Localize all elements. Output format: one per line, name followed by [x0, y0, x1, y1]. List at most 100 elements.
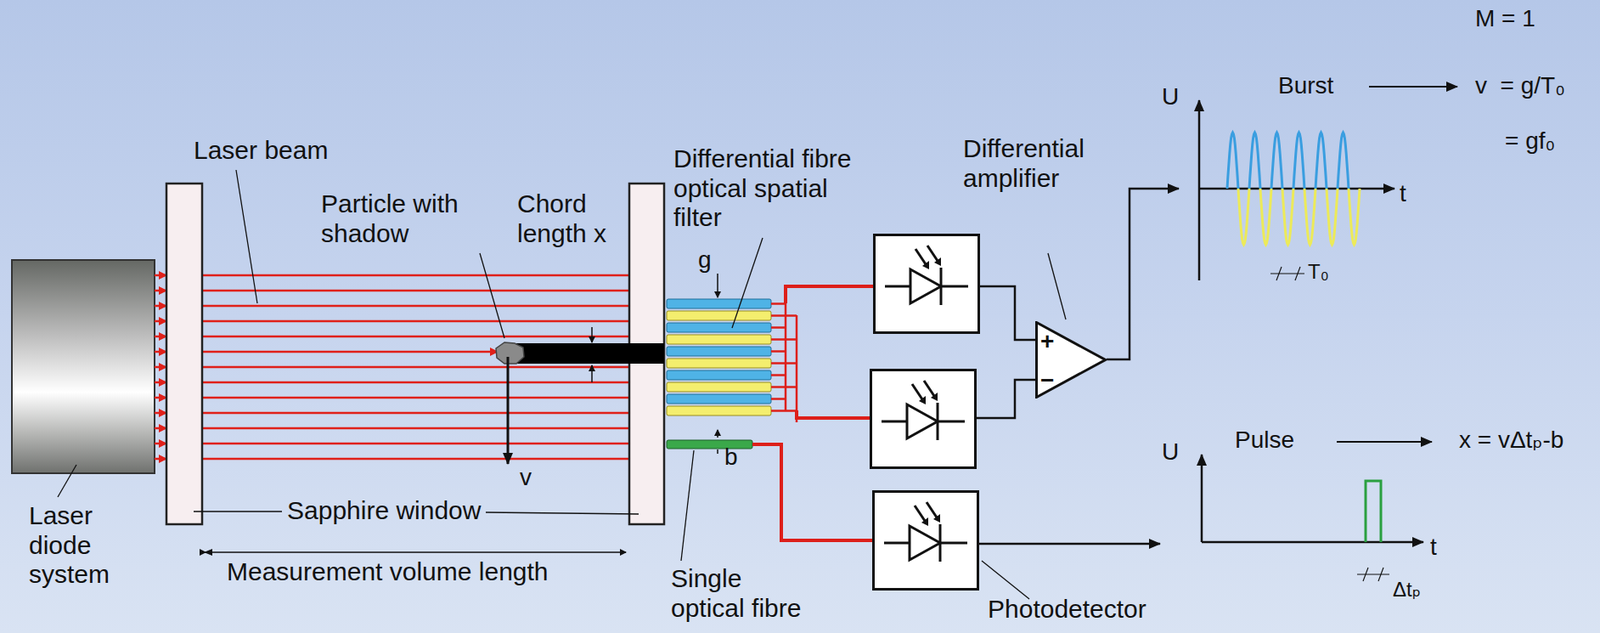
- dimension-arrow: [716, 273, 719, 298]
- formula: x = vΔtₚ-b: [1459, 426, 1564, 454]
- minus-input: −: [1040, 368, 1054, 393]
- amplifier-outline: [1036, 322, 1106, 398]
- laser-diode-box: [11, 259, 155, 474]
- axis-label: t: [1430, 533, 1437, 561]
- velocity-arrow: [507, 356, 510, 464]
- laser-ray: [154, 366, 167, 369]
- dimension-label: Chord length x: [517, 189, 637, 248]
- axis-label: U: [1161, 438, 1179, 466]
- laser-ray: [202, 427, 665, 430]
- laser-ray: [202, 457, 665, 461]
- part-name: Differential fibre optical spatial filte…: [673, 144, 857, 233]
- laser-ray: [154, 320, 167, 323]
- formula: = gf₀: [1504, 127, 1555, 155]
- fibre-wire-bus: [795, 315, 799, 423]
- fibre-wire: [771, 385, 797, 389]
- period-marker: [1270, 266, 1305, 281]
- part-name: Photodetector: [987, 594, 1147, 625]
- laser-ray: [154, 350, 167, 354]
- burst-half-wave: [1348, 188, 1360, 245]
- result-arrow: [1336, 440, 1432, 443]
- burst-half-wave: [1326, 188, 1338, 245]
- dimension-label: b: [724, 443, 739, 471]
- velocity-label: v: [519, 463, 532, 491]
- burst-signal: [1227, 132, 1360, 245]
- burst-half-wave: [1271, 132, 1283, 189]
- part-name: Single optical fibre: [670, 563, 817, 623]
- blue-fibre: [666, 370, 772, 380]
- laser-ray: [202, 442, 665, 446]
- burst-half-wave: [1282, 188, 1294, 245]
- fibre-wire: [771, 361, 797, 365]
- laser-ray: [154, 304, 167, 308]
- dimension-line: [205, 551, 626, 553]
- optical-wires: [752, 286, 874, 541]
- fibre-wire-bus: [784, 303, 788, 411]
- fibre-wire: [771, 338, 797, 341]
- dimension-label: Measurement volume length: [226, 557, 549, 587]
- fibre-wires: [771, 303, 797, 423]
- pulse-width-label: Δtₚ: [1392, 577, 1421, 602]
- laser-ray: [202, 396, 665, 400]
- result-arrow: [1369, 85, 1458, 88]
- signal-wires: [976, 188, 1179, 544]
- fibre-wire: [771, 326, 786, 329]
- photodetector: [874, 235, 980, 333]
- blue-fibre: [666, 298, 772, 309]
- laser-ray: [154, 335, 167, 339]
- fibre-array: [666, 298, 772, 416]
- axis-label: t: [1399, 180, 1407, 208]
- photodetector: [873, 491, 979, 590]
- part-name: Differential amplifier: [963, 134, 1133, 193]
- laser-ray: [202, 304, 665, 308]
- fibre-wire: [771, 314, 797, 317]
- dimension-arrow: [716, 429, 719, 438]
- yellow-fibre: [666, 405, 772, 416]
- laser-ray: [202, 274, 665, 277]
- burst-half-wave: [1260, 188, 1272, 245]
- burst-half-wave: [1227, 132, 1239, 189]
- dimension-tick: [716, 449, 719, 454]
- fibre-wire: [771, 373, 786, 377]
- burst-half-wave: [1293, 132, 1305, 189]
- particle-shadow: [507, 343, 665, 364]
- laser-ray: [154, 274, 167, 277]
- laser-ray: [154, 381, 167, 384]
- dimension-arrow: [203, 548, 213, 556]
- part-name: Laser beam: [193, 135, 328, 166]
- dimension-label: g: [698, 246, 712, 274]
- laser-ray: [154, 289, 167, 293]
- laser-ray: [202, 289, 665, 293]
- laser-ray: [202, 350, 498, 354]
- leader-lines: [57, 169, 1066, 599]
- part-name: Sapphire window: [287, 495, 481, 526]
- burst-half-wave: [1315, 132, 1327, 189]
- laser-ray: [154, 411, 167, 415]
- axis-label: U: [1161, 83, 1179, 111]
- blue-fibre: [666, 322, 772, 333]
- particle: [495, 342, 524, 364]
- burst-half-wave: [1337, 132, 1349, 189]
- burst-half-wave: [1238, 188, 1250, 245]
- sapphire-window: [166, 183, 203, 524]
- laser-ray: [202, 320, 665, 323]
- dimension-arrow: [591, 365, 593, 383]
- laser-beams: [154, 275, 665, 459]
- laser-ray: [154, 457, 167, 461]
- single-fibre: [666, 439, 753, 449]
- signal-name: Burst: [1278, 72, 1334, 100]
- signal-name: Pulse: [1234, 426, 1295, 454]
- period-label: T₀: [1307, 259, 1330, 284]
- fibre-wire: [771, 409, 797, 412]
- laser-ray: [202, 381, 665, 384]
- yellow-fibre: [666, 334, 772, 344]
- blue-fibre: [666, 394, 772, 404]
- pulse-signal: [1365, 480, 1381, 542]
- burst-half-wave: [1304, 188, 1316, 245]
- magnification-note: M = 1: [1475, 5, 1536, 33]
- fibre-wire: [771, 302, 786, 305]
- burst-half-wave: [1249, 132, 1261, 189]
- dimension-arrow: [591, 326, 593, 343]
- laser-ray: [202, 335, 665, 339]
